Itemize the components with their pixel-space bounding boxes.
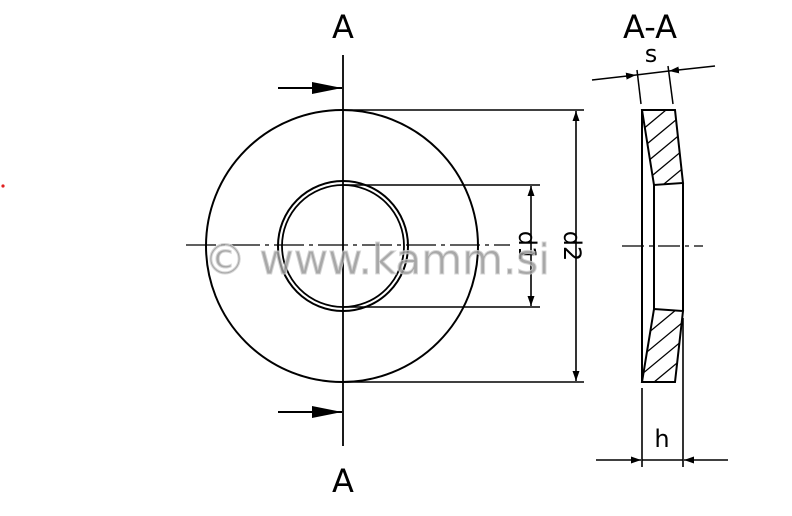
d2-label: d2 <box>558 231 586 262</box>
s-dimension-line <box>635 70 670 76</box>
s-extension-right <box>667 65 674 105</box>
watermark: © www.kamm.si <box>204 235 550 284</box>
s-arrow-left <box>591 72 637 81</box>
section-label-bottom: A <box>332 462 354 500</box>
section-label-top: A <box>332 8 354 46</box>
h-label: h <box>654 425 669 453</box>
s-arrow-right <box>668 65 716 74</box>
s-label: s <box>645 40 658 68</box>
section-view <box>591 65 728 467</box>
stray-mark <box>1 184 5 188</box>
s-extension-left <box>636 69 642 105</box>
d1-label: d1 <box>513 231 541 262</box>
outer-circle <box>205 109 479 383</box>
front-view <box>186 55 584 446</box>
section-view-title: A-A <box>623 8 677 46</box>
